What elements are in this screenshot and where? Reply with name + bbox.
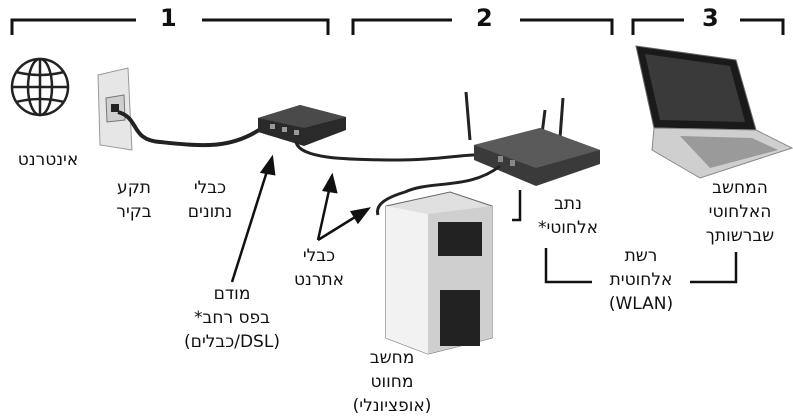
section-bracket-1 xyxy=(10,18,330,35)
ethernet-cable-router xyxy=(294,141,491,162)
ethernet-cables-label-line-1: כבלי xyxy=(302,246,336,266)
router-pointer-line xyxy=(512,190,522,222)
router-label-line-2: אלחוטי* xyxy=(537,218,599,238)
wlan-connector-line-right xyxy=(690,252,738,284)
globe-icon xyxy=(10,57,70,117)
wall-jack-label-line-2: בקיר xyxy=(116,202,152,222)
modem-label-line-1: מודם xyxy=(213,284,251,304)
computer-label: מחשב מחווט (אופציונלי) xyxy=(328,346,456,418)
computer-label-line-2: מחווט xyxy=(370,372,414,392)
section-bracket-2 xyxy=(351,18,614,35)
ethernet-cables-label-line-2: אתרנט xyxy=(294,270,344,290)
internet-label: אינטרנט xyxy=(4,148,92,172)
wlan-connector-line xyxy=(544,248,592,284)
data-cables-label-line-2: נתונים xyxy=(187,202,233,222)
computer-label-line-1: מחשב xyxy=(369,348,415,368)
desktop-computer-icon xyxy=(385,191,493,355)
modem-label-line-2: בפס רחב* xyxy=(194,308,270,328)
laptop-label-line-2: האלחוטי xyxy=(708,202,772,222)
data-cables-label-line-1: כבלי xyxy=(193,178,227,198)
section-bracket-3 xyxy=(631,18,785,35)
router-label: נתב אלחוטי* xyxy=(528,192,608,240)
laptop-icon xyxy=(635,45,793,179)
laptop-label-line-1: המחשב xyxy=(712,178,768,198)
section-number-1: 1 xyxy=(160,4,177,32)
ethernet-pointer-arrows xyxy=(316,172,371,242)
ethernet-cables-label: כבלי אתרנט xyxy=(278,244,360,292)
ethernet-cable-computer xyxy=(375,164,501,216)
section-number-3: 3 xyxy=(702,4,719,32)
modem-label: מודם בפס רחב* (DSL/כבלים) xyxy=(152,282,312,354)
wall-jack-icon xyxy=(97,67,133,151)
router-icon xyxy=(464,91,600,186)
laptop-label: המחשב האלחוטי שברשותך xyxy=(690,176,790,248)
laptop-label-line-3: שברשותך xyxy=(705,226,775,246)
data-cables-label: כבלי נתונים xyxy=(170,176,250,224)
modem-pointer-arrow xyxy=(230,154,276,283)
wlan-label-line-1: רשת xyxy=(624,246,658,266)
wall-jack-label: תקע בקיר xyxy=(94,176,174,224)
router-label-line-1: נתב xyxy=(554,194,582,214)
wlan-label: רשת אלחוטית (WLAN) xyxy=(592,244,690,316)
wlan-label-line-3: (WLAN) xyxy=(608,294,674,314)
data-cable xyxy=(117,110,264,148)
modem-label-line-3: (DSL/כבלים) xyxy=(184,332,280,352)
computer-label-line-3: (אופציונלי) xyxy=(352,396,432,416)
modem-icon xyxy=(258,105,346,146)
wall-jack-label-line-1: תקע xyxy=(117,178,151,198)
wlan-label-line-2: אלחוטית xyxy=(609,270,673,290)
internet-label-line: אינטרנט xyxy=(17,150,79,170)
section-number-2: 2 xyxy=(476,4,493,32)
